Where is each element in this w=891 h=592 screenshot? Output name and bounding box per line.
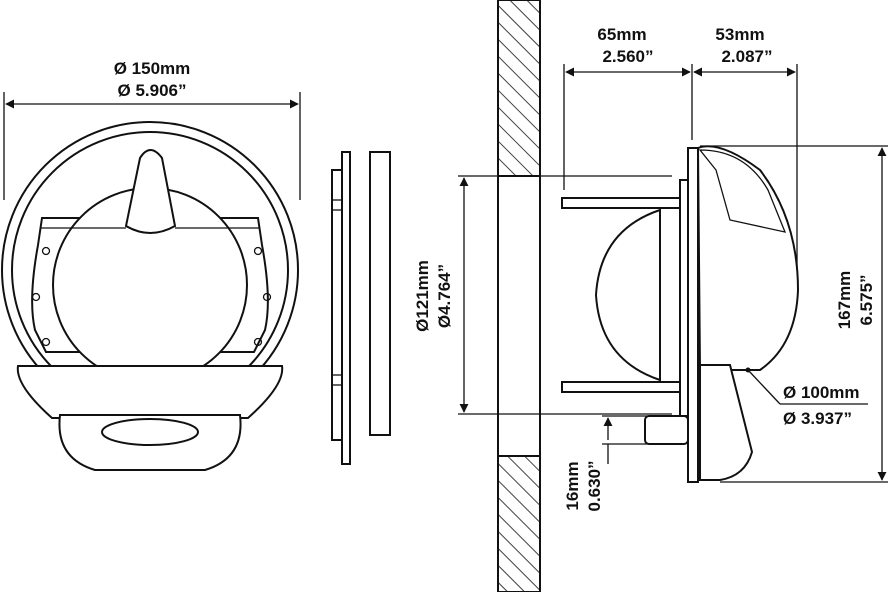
gasket-profile — [369, 151, 391, 436]
dim-cutout-metric: Ø121mm — [413, 260, 432, 332]
side-plate — [341, 151, 351, 465]
dim-front-metric: 53mm — [715, 25, 764, 44]
housing-hood — [698, 149, 787, 233]
stud-lower — [561, 381, 689, 393]
front-housing — [696, 145, 800, 371]
light-window — [101, 418, 199, 446]
dim-front-imperial: 2.087” — [721, 47, 772, 66]
light-housing — [644, 415, 689, 445]
side-profile-view — [331, 151, 391, 465]
bracket-holes — [31, 246, 272, 347]
dim-dome-metric: Ø 100mm — [783, 383, 860, 402]
rear-dome — [594, 208, 661, 382]
dim-height-metric: 167mm — [835, 271, 854, 330]
dim-bezel-metric: 65mm — [597, 25, 646, 44]
side-flange — [331, 169, 343, 441]
dim-cutout-imperial: Ø4.764” — [435, 264, 454, 328]
front-bezel-plate — [687, 147, 699, 483]
bulkhead-upper — [497, 0, 541, 177]
leader-100 — [747, 369, 781, 405]
dim-panel-imperial: 0.630” — [585, 460, 604, 511]
dim-panel-metric: 16mm — [563, 461, 582, 510]
stud-upper — [561, 197, 689, 209]
front-view: Ø 150mm Ø 5.906” — [1, 59, 301, 471]
dim-outer-imperial: Ø 5.906” — [118, 81, 187, 100]
lower-band — [16, 365, 284, 419]
housing-foot — [699, 364, 754, 481]
dim-dome-imperial: Ø 3.937” — [783, 409, 852, 428]
dim-bezel-imperial: 2.560” — [602, 47, 653, 66]
installation-view: 65mm 2.560” 53mm 2.087” Ø121mm Ø4.764” 1… — [413, 0, 888, 592]
lubber-fin — [124, 149, 177, 234]
dim-height-imperial: 6.575” — [857, 274, 876, 325]
dim-outer-metric: Ø 150mm — [114, 59, 191, 78]
mount-plate — [679, 179, 689, 417]
bulkhead-lower — [497, 455, 541, 592]
